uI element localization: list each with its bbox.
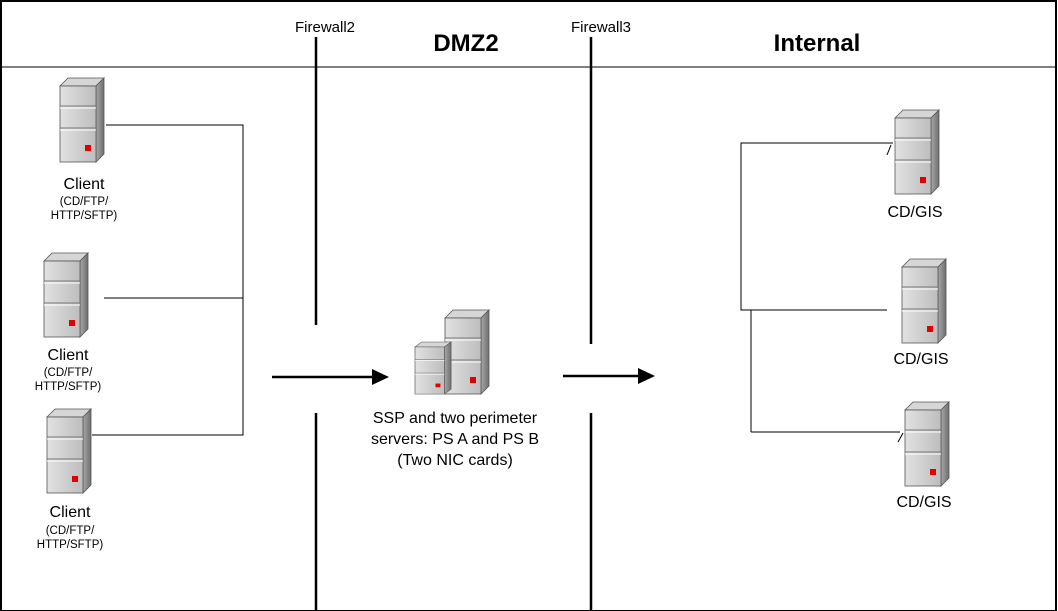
client-server-1-icon bbox=[59, 77, 105, 163]
client-3-label: Client bbox=[49, 504, 91, 521]
client-1-protocols: (CD/FTP/HTTP/SFTP) bbox=[50, 196, 118, 222]
internal-server-3-icon bbox=[904, 401, 950, 487]
client-2-protocols: (CD/FTP/HTTP/SFTP) bbox=[34, 367, 102, 393]
firewall2-label: Firewall2 bbox=[294, 19, 355, 36]
client-server-3-icon bbox=[46, 408, 92, 494]
internal-server-1-label: CD/GIS bbox=[887, 204, 943, 221]
internal-server-2-label: CD/GIS bbox=[893, 351, 949, 368]
perimeter-server-a-icon bbox=[414, 341, 452, 395]
perimeter-caption: SSP and two perimeter servers: PS A and … bbox=[370, 410, 540, 469]
firewall3-label: Firewall3 bbox=[570, 19, 631, 36]
internal-server-1-icon bbox=[894, 109, 940, 195]
internal-server-2-icon bbox=[901, 258, 947, 344]
internal-connections bbox=[740, 142, 904, 443]
client-1-label: Client bbox=[63, 176, 105, 193]
flow-arrow-to-internal bbox=[563, 368, 655, 384]
flow-arrow-to-dmz bbox=[272, 369, 389, 385]
perimeter-server-b-icon bbox=[444, 309, 490, 395]
internal-server-3-label: CD/GIS bbox=[896, 494, 952, 511]
zone-title-internal: Internal bbox=[773, 30, 861, 57]
client-connections bbox=[92, 124, 244, 436]
zone-title-dmz: DMZ2 bbox=[433, 30, 499, 57]
client-server-2-icon bbox=[43, 252, 89, 338]
client-3-protocols: (CD/FTP/HTTP/SFTP) bbox=[36, 525, 104, 551]
client-2-label: Client bbox=[47, 347, 89, 364]
